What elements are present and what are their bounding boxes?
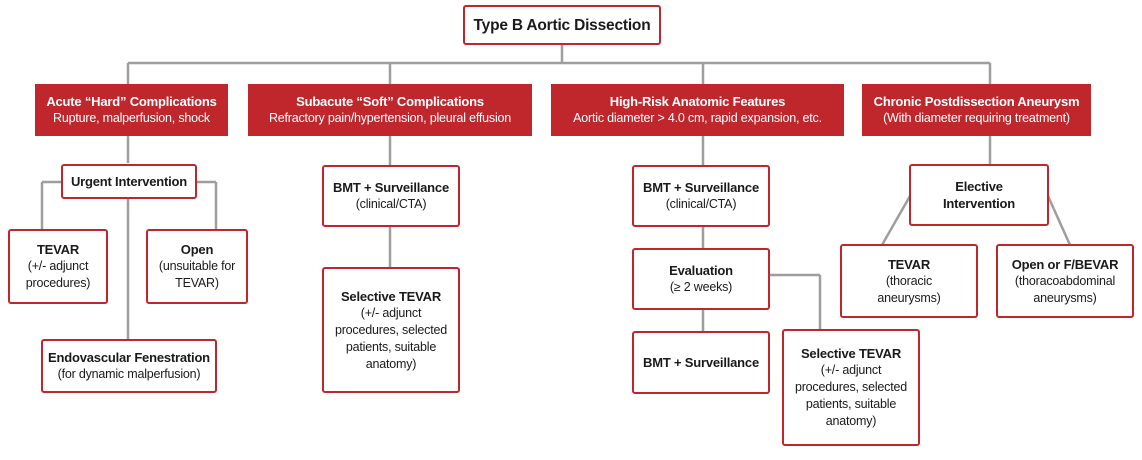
node-line: TEVAR) — [175, 276, 219, 290]
highrisk-bmt-surveillance-node: BMT + Surveillance — [632, 331, 770, 394]
node-title: Selective TEVAR — [340, 288, 442, 304]
node-title: Endovascular Fenestration — [48, 350, 210, 365]
node-line: (+/- adjunct — [820, 363, 882, 377]
node-title: BMT + Surveillance — [333, 180, 449, 195]
category-title: Acute “Hard” Complications — [46, 94, 217, 109]
category-title: High-Risk Anatomic Features — [609, 94, 786, 109]
node-line: (clinical/CTA) — [665, 197, 737, 211]
node-title: TEVAR — [887, 256, 931, 272]
node-line: (thoracic — [885, 273, 933, 288]
node-title: Urgent Intervention — [70, 174, 188, 189]
category-title: Subacute “Soft” Complications — [296, 94, 484, 109]
category-subtitle: Rupture, malperfusion, shock — [53, 111, 210, 125]
node-title: Intervention — [943, 196, 1015, 211]
node-line: anatomy) — [825, 414, 877, 428]
category-acute: Acute “Hard” Complications Rupture, malp… — [35, 84, 228, 136]
node-title: BMT + Surveillance — [643, 355, 759, 370]
node-line: procedures, selected — [334, 322, 448, 337]
node-title: Open — [180, 242, 214, 257]
node-title: BMT + Surveillance — [643, 180, 759, 195]
node-title: Elective — [955, 179, 1003, 194]
root-title: Type B Aortic Dissection — [473, 16, 651, 34]
acute-open-node: Open (unsuitable for TEVAR) — [146, 229, 248, 304]
node-line: aneurysms) — [1033, 290, 1097, 305]
chronic-open-fbevar-node: Open or F/BEVAR (thoracoabdominal aneury… — [996, 244, 1134, 318]
chronic-tevar-node: TEVAR (thoracic aneurysms) — [840, 244, 978, 318]
node-line: (thoracoabdominal — [1014, 273, 1116, 288]
category-subacute: Subacute “Soft” Complications Refractory… — [248, 84, 532, 136]
category-subtitle: Aortic diameter > 4.0 cm, rapid expansio… — [573, 111, 822, 125]
node-line: patients, suitable — [345, 339, 437, 354]
category-title: Chronic Postdissection Aneurysm — [873, 94, 1080, 109]
urgent-intervention-node: Urgent Intervention — [61, 164, 197, 199]
category-chronic: Chronic Postdissection Aneurysm (With di… — [862, 84, 1091, 136]
evaluation-node: Evaluation (≥ 2 weeks) — [632, 248, 770, 310]
category-subtitle: Refractory pain/hypertension, pleural ef… — [268, 111, 512, 125]
root-node: Type B Aortic Dissection — [463, 5, 661, 45]
node-title: Open or F/BEVAR — [1011, 256, 1119, 272]
acute-tevar-node: TEVAR (+/- adjunct procedures) — [8, 229, 108, 304]
category-subtitle: (With diameter requiring treatment) — [883, 111, 1070, 125]
node-line: anatomy) — [365, 356, 417, 371]
node-line: (clinical/CTA) — [355, 197, 427, 211]
node-line: (+/- adjunct — [360, 305, 422, 320]
node-line: (≥ 2 weeks) — [669, 280, 733, 294]
elective-intervention-node: Elective Intervention — [909, 164, 1049, 226]
endovascular-fenestration-node: Endovascular Fenestration (for dynamic m… — [41, 339, 217, 393]
subacute-selective-tevar-node: Selective TEVAR (+/- adjunct procedures,… — [322, 267, 460, 393]
node-line: patients, suitable — [805, 397, 897, 411]
node-line: (for dynamic malperfusion) — [57, 367, 201, 381]
highrisk-selective-tevar-node: Selective TEVAR (+/- adjunct procedures,… — [782, 329, 920, 446]
category-high-risk: High-Risk Anatomic Features Aortic diame… — [551, 84, 844, 136]
node-title: TEVAR — [36, 242, 80, 257]
node-line: aneurysms) — [877, 290, 941, 305]
node-line: procedures, selected — [794, 380, 908, 394]
highrisk-bmt-node: BMT + Surveillance (clinical/CTA) — [632, 165, 770, 227]
node-line: (+/- adjunct — [27, 259, 89, 273]
node-line: (unsuitable for — [158, 259, 236, 273]
node-title: Evaluation — [669, 263, 733, 278]
subacute-bmt-node: BMT + Surveillance (clinical/CTA) — [322, 165, 460, 227]
node-line: procedures) — [25, 276, 91, 290]
node-title: Selective TEVAR — [800, 346, 902, 361]
